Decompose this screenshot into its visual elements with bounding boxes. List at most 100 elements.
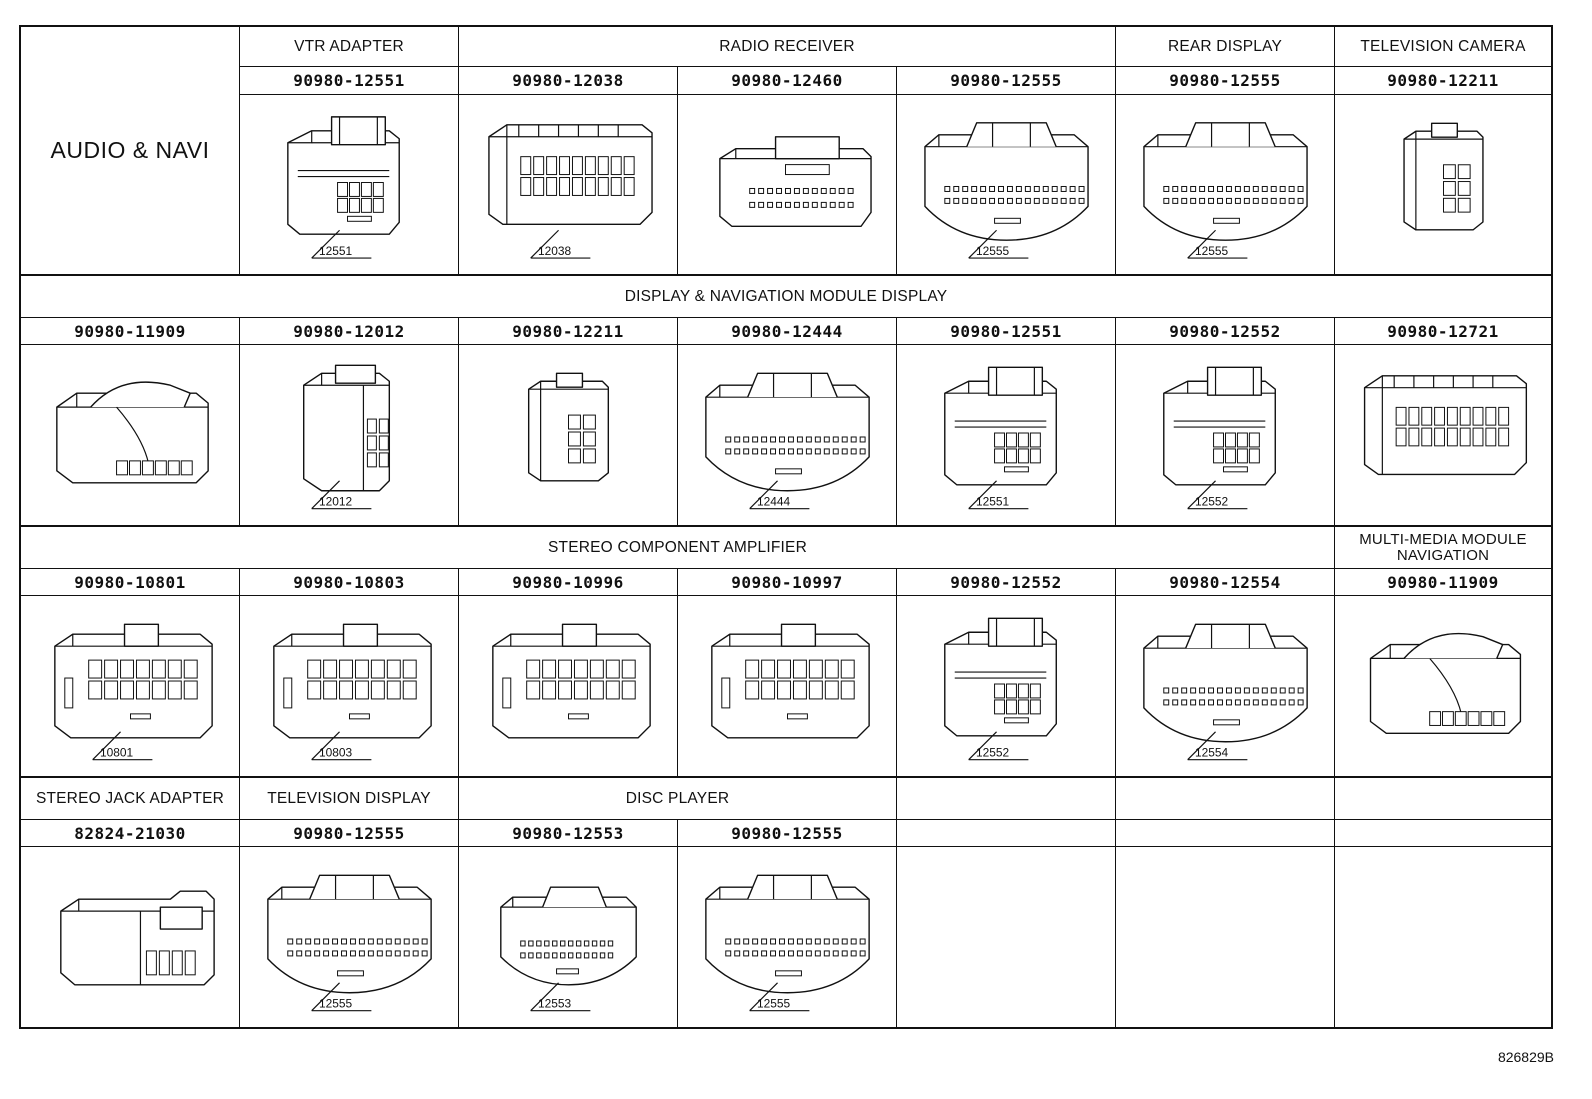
callout-leader	[968, 731, 1029, 761]
part-number: 90980-12038	[459, 67, 678, 95]
empty-cell	[1335, 820, 1551, 847]
header-line: MULTI-MEDIA MODULE	[1359, 530, 1527, 548]
callout-leader	[749, 982, 810, 1012]
callout-label: 12551	[319, 244, 353, 258]
connector-sketch	[1403, 122, 1484, 231]
connector-drawing	[1335, 345, 1551, 527]
connector-drawing: 12555	[240, 847, 459, 1027]
callout-label: 10801	[100, 746, 134, 760]
connector-sketch	[719, 136, 872, 227]
part-number: 90980-12444	[678, 318, 897, 345]
part-number: 90980-12552	[1116, 318, 1335, 345]
section-header-display-navigation: DISPLAY & NAVIGATION MODULE DISPLAY	[21, 276, 1551, 318]
connector-drawing: 10803	[240, 596, 459, 778]
group-header-vtr-adapter: VTR ADAPTER	[240, 27, 459, 67]
connector-drawing	[21, 345, 240, 527]
part-number: 90980-12555	[240, 820, 459, 847]
connector-drawing: 12554	[1116, 596, 1335, 778]
callout-leader	[311, 480, 372, 510]
callout-label: 12553	[538, 997, 572, 1011]
connector-sketch: 12553	[500, 886, 637, 1012]
part-number: 90980-11909	[1335, 569, 1551, 596]
callout-label: 12552	[976, 746, 1010, 760]
callout-leader	[749, 480, 810, 510]
connector-sketch: 12012	[303, 364, 391, 510]
callout-leader	[1187, 229, 1248, 259]
part-number: 90980-10801	[21, 569, 240, 596]
callout-leader	[311, 731, 372, 761]
callout-label: 12012	[319, 495, 353, 509]
callout-leader	[968, 480, 1029, 510]
callout-label: 10803	[319, 746, 353, 760]
empty-cell	[1335, 847, 1551, 1027]
callout-leader	[1187, 480, 1248, 510]
connector-drawing	[1335, 596, 1551, 778]
callout-label: 12551	[976, 495, 1010, 509]
part-number: 90980-10997	[678, 569, 897, 596]
connector-sketch: 12444	[705, 372, 870, 510]
connector-drawing: 12444	[678, 345, 897, 527]
part-number: 90980-12211	[1335, 67, 1551, 95]
callout-leader	[530, 229, 591, 259]
connector-sketch: 10801	[54, 623, 213, 761]
connector-drawing: 12551	[897, 345, 1116, 527]
connector-drawing	[459, 596, 678, 778]
connector-sketch: 12555	[705, 874, 870, 1012]
connector-sketch	[492, 623, 651, 739]
callout-label: 12554	[1195, 746, 1229, 760]
connector-drawing: 12552	[897, 596, 1116, 778]
connector-drawing: 12555	[678, 847, 897, 1027]
part-number: 90980-12721	[1335, 318, 1551, 345]
callout-leader	[311, 982, 372, 1012]
connector-sketch	[60, 890, 215, 986]
part-number: 90980-12553	[459, 820, 678, 847]
connector-sketch	[56, 381, 209, 484]
connector-sketch	[711, 623, 870, 739]
section-header-multimedia-module: MULTI-MEDIA MODULE NAVIGATION	[1335, 527, 1551, 569]
empty-cell	[1116, 847, 1335, 1027]
connector-drawing: 12038	[459, 95, 678, 276]
part-number: 90980-10803	[240, 569, 459, 596]
group-header-television-display: TELEVISION DISPLAY	[240, 778, 459, 820]
group-header-radio-receiver: RADIO RECEIVER	[459, 27, 1116, 67]
connector-drawing: 12552	[1116, 345, 1335, 527]
callout-leader	[92, 731, 153, 761]
connector-sketch	[527, 372, 610, 482]
connector-sketch: 12552	[944, 617, 1057, 761]
part-number: 90980-12554	[1116, 569, 1335, 596]
connector-sketch: 12552	[1163, 366, 1276, 510]
empty-cell	[1116, 820, 1335, 847]
callout-leader	[968, 229, 1029, 259]
part-number: 90980-12551	[897, 318, 1116, 345]
connector-sketch: 12554	[1143, 623, 1308, 761]
part-number: 90980-12555	[897, 67, 1116, 95]
callout-leader	[530, 982, 591, 1012]
connector-drawing: 10801	[21, 596, 240, 778]
group-header-television-camera: TELEVISION CAMERA	[1335, 27, 1551, 67]
callout-label: 12555	[976, 244, 1010, 258]
group-header-rear-display: REAR DISPLAY	[1116, 27, 1335, 67]
empty-cell	[897, 778, 1116, 820]
callout-label: 12555	[1195, 244, 1229, 258]
part-number: 90980-12211	[459, 318, 678, 345]
connector-sketch: 12555	[924, 122, 1089, 259]
part-number: 90980-12012	[240, 318, 459, 345]
connector-drawing: 12553	[459, 847, 678, 1027]
empty-cell	[897, 847, 1116, 1027]
connector-drawing	[678, 95, 897, 276]
header-line: NAVIGATION	[1396, 546, 1490, 564]
connector-sketch	[1363, 375, 1528, 476]
part-number: 90980-12555	[1116, 67, 1335, 95]
connector-drawing	[1335, 95, 1551, 276]
connector-sketch: 12555	[267, 874, 432, 1012]
connector-drawing	[21, 847, 240, 1027]
callout-label: 12552	[1195, 495, 1229, 509]
part-number: 90980-10996	[459, 569, 678, 596]
connector-drawing	[678, 596, 897, 778]
connector-drawing: 12012	[240, 345, 459, 527]
connector-table: AUDIO & NAVI VTR ADAPTER RADIO RECEIVER …	[19, 25, 1553, 1029]
callout-leader	[1187, 731, 1248, 761]
callout-label: 12038	[538, 244, 572, 258]
section-header-stereo-amplifier: STEREO COMPONENT AMPLIFIER	[21, 527, 1335, 569]
part-number: 90980-12552	[897, 569, 1116, 596]
